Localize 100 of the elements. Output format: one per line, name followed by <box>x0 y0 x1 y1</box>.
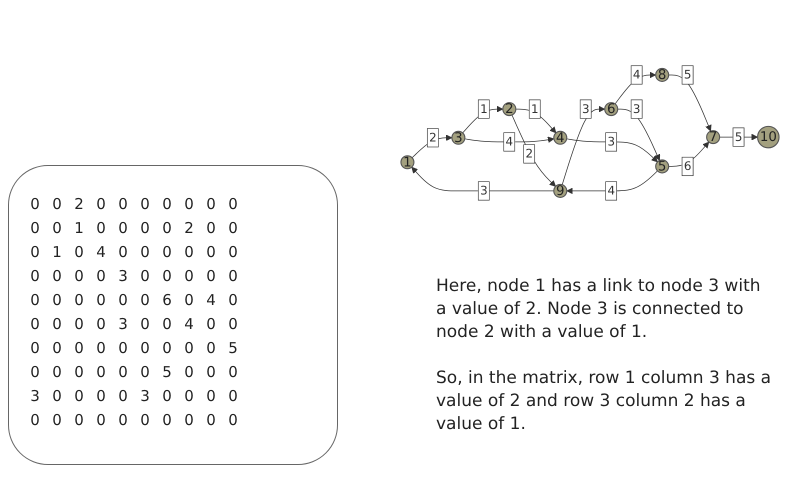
matrix-value: 0 <box>139 194 151 215</box>
matrix-value: 0 <box>205 266 217 287</box>
matrix-value: 0 <box>183 290 195 311</box>
matrix-value: 0 <box>29 218 41 239</box>
matrix-value: 0 <box>205 362 217 383</box>
matrix-value: 0 <box>51 362 63 383</box>
matrix-value: 5 <box>161 362 173 383</box>
matrix-value: 3 <box>139 386 151 407</box>
explanation-text: So, in the matrix, row 1 column 3 has a value of 2 and row 3 column 2 has a value of 1. <box>436 367 772 436</box>
matrix-value: 0 <box>95 194 107 215</box>
matrix-value: 4 <box>205 290 217 311</box>
edge-label: 4 <box>607 183 616 198</box>
matrix-value: 3 <box>29 386 41 407</box>
edge-label: 5 <box>684 67 692 82</box>
matrix-value: 4 <box>95 242 107 263</box>
matrix-value: 0 <box>205 338 217 359</box>
matrix-value: 0 <box>183 362 195 383</box>
matrix-value: 0 <box>73 242 85 263</box>
explanation-text: Here, node 1 has a link to node 3 with a value of 2. Node 3 is connected to node 2 with a value of 1. <box>436 275 762 344</box>
matrix-value: 0 <box>227 194 239 215</box>
matrix-value: 0 <box>227 290 239 311</box>
matrix-value: 2 <box>73 194 85 215</box>
arrow <box>515 108 556 133</box>
matrix-value: 0 <box>95 410 107 431</box>
matrix-value: 3 <box>117 314 129 335</box>
matrix-value: 0 <box>95 218 107 239</box>
arrow <box>412 134 452 158</box>
matrix-value: 0 <box>29 314 41 335</box>
matrix-value: 0 <box>29 362 41 383</box>
matrix-value: 1 <box>73 218 85 239</box>
matrix-value: 0 <box>29 338 41 359</box>
matrix-value: 0 <box>51 386 63 407</box>
matrix-value: 2 <box>183 218 195 239</box>
matrix-value: 0 <box>51 314 63 335</box>
edge-label: 6 <box>684 158 692 173</box>
matrix-value: 0 <box>227 386 239 407</box>
matrix-value: 0 <box>73 290 85 311</box>
matrix-value: 0 <box>117 242 129 263</box>
matrix-value: 0 <box>161 410 173 431</box>
matrix-value: 0 <box>161 194 173 215</box>
node-circle: 10 <box>757 125 780 148</box>
arrow <box>411 166 554 191</box>
node-circle: 3 <box>451 130 466 144</box>
matrix-value: 0 <box>205 410 217 431</box>
edge-label: 3 <box>607 134 616 148</box>
matrix-value: 0 <box>139 218 151 239</box>
arrow <box>617 108 660 160</box>
matrix-value: 0 <box>95 386 107 407</box>
matrix-value: 0 <box>29 290 41 311</box>
edge-label: 3 <box>632 101 640 116</box>
arrow <box>464 136 554 143</box>
matrix-value: 1 <box>51 242 63 263</box>
matrix-value: 0 <box>139 266 151 287</box>
matrix-value: 6 <box>161 290 173 311</box>
matrix-value: 0 <box>117 362 129 383</box>
matrix-value: 0 <box>51 338 63 359</box>
matrix-value: 0 <box>73 362 85 383</box>
matrix-value: 0 <box>73 338 85 359</box>
matrix-value: 0 <box>117 218 129 239</box>
matrix-value: 0 <box>205 314 217 335</box>
matrix-value: 0 <box>139 362 151 383</box>
matrix-value: 0 <box>183 242 195 263</box>
matrix-value: 0 <box>227 242 239 263</box>
matrix-value: 0 <box>95 362 107 383</box>
matrix-value: 0 <box>139 242 151 263</box>
node-circle: 6 <box>604 102 618 116</box>
arrow <box>668 74 712 131</box>
matrix-value: 0 <box>139 410 151 431</box>
matrix-value: 0 <box>51 290 63 311</box>
edge-label: 3 <box>582 101 590 116</box>
matrix-value: 0 <box>51 218 63 239</box>
edge-label: 4 <box>506 134 514 148</box>
matrix-value: 5 <box>227 338 239 359</box>
arrow <box>562 105 606 185</box>
matrix-value: 0 <box>29 194 41 215</box>
matrix-value: 0 <box>205 194 217 215</box>
node-circle: 5 <box>655 158 670 174</box>
arrow <box>462 105 504 133</box>
matrix-value: 0 <box>161 266 173 287</box>
matrix-value: 0 <box>117 338 129 359</box>
matrix-value: 3 <box>117 266 129 287</box>
matrix-value: 0 <box>73 314 85 335</box>
edge-label: 5 <box>734 129 742 144</box>
node-circle: 9 <box>553 183 568 198</box>
matrix-value: 0 <box>73 386 85 407</box>
matrix-value: 0 <box>95 290 107 311</box>
matrix-value: 0 <box>227 362 239 383</box>
matrix-value: 0 <box>51 266 63 287</box>
matrix-value: 0 <box>183 386 195 407</box>
matrix-value: 0 <box>51 410 63 431</box>
matrix-value: 0 <box>183 338 195 359</box>
node-circle: 7 <box>706 130 720 144</box>
matrix-value: 0 <box>29 266 41 287</box>
arrow <box>719 133 758 140</box>
edge-label: 2 <box>525 146 534 160</box>
edge-label: 2 <box>429 130 437 144</box>
matrix-value: 0 <box>117 194 129 215</box>
node-circle: 1 <box>400 154 414 169</box>
matrix-value: 0 <box>205 218 217 239</box>
matrix-value: 0 <box>205 242 217 263</box>
